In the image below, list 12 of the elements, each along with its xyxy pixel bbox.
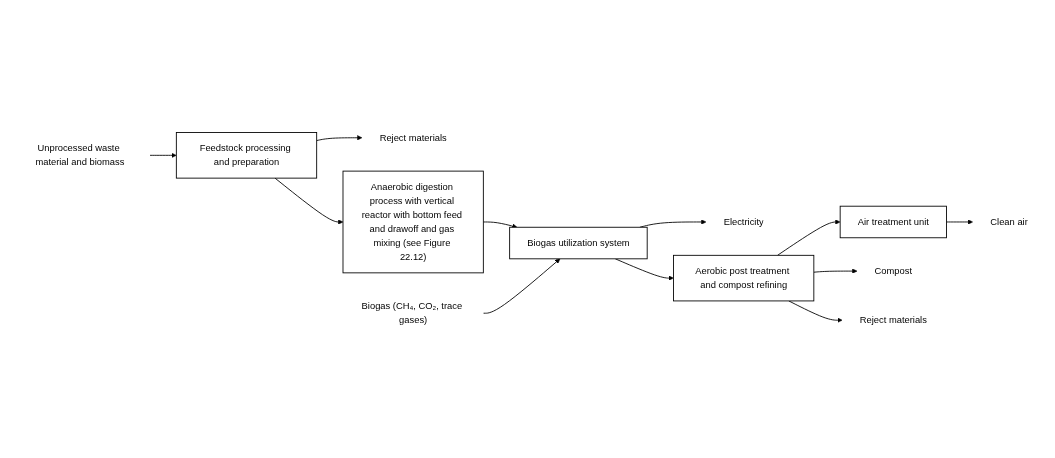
node-box: Feedstock processing and preparation <box>175 132 318 179</box>
node-text: Electricity <box>723 216 764 227</box>
node-box: Aerobic post treatment and compost refining <box>673 254 815 302</box>
node-text: Reject materials <box>379 132 447 143</box>
node-text: Unprocessed waste material and biomass <box>35 143 125 168</box>
node-text: Biogas (CH₄, CO₂, trace gases) <box>361 300 463 325</box>
node-box: Biogas utilization system <box>509 226 648 260</box>
node-text: Clean air <box>990 216 1028 227</box>
node-box: Air treatment unit <box>839 205 947 239</box>
node-text: Reject materials <box>859 314 927 325</box>
node-box: Anaerobic digestion process with vertical reactor with bottom feed and drawoff and gas mixing (see Figure 22.12) <box>342 170 484 274</box>
node-text: Compost <box>874 265 913 276</box>
